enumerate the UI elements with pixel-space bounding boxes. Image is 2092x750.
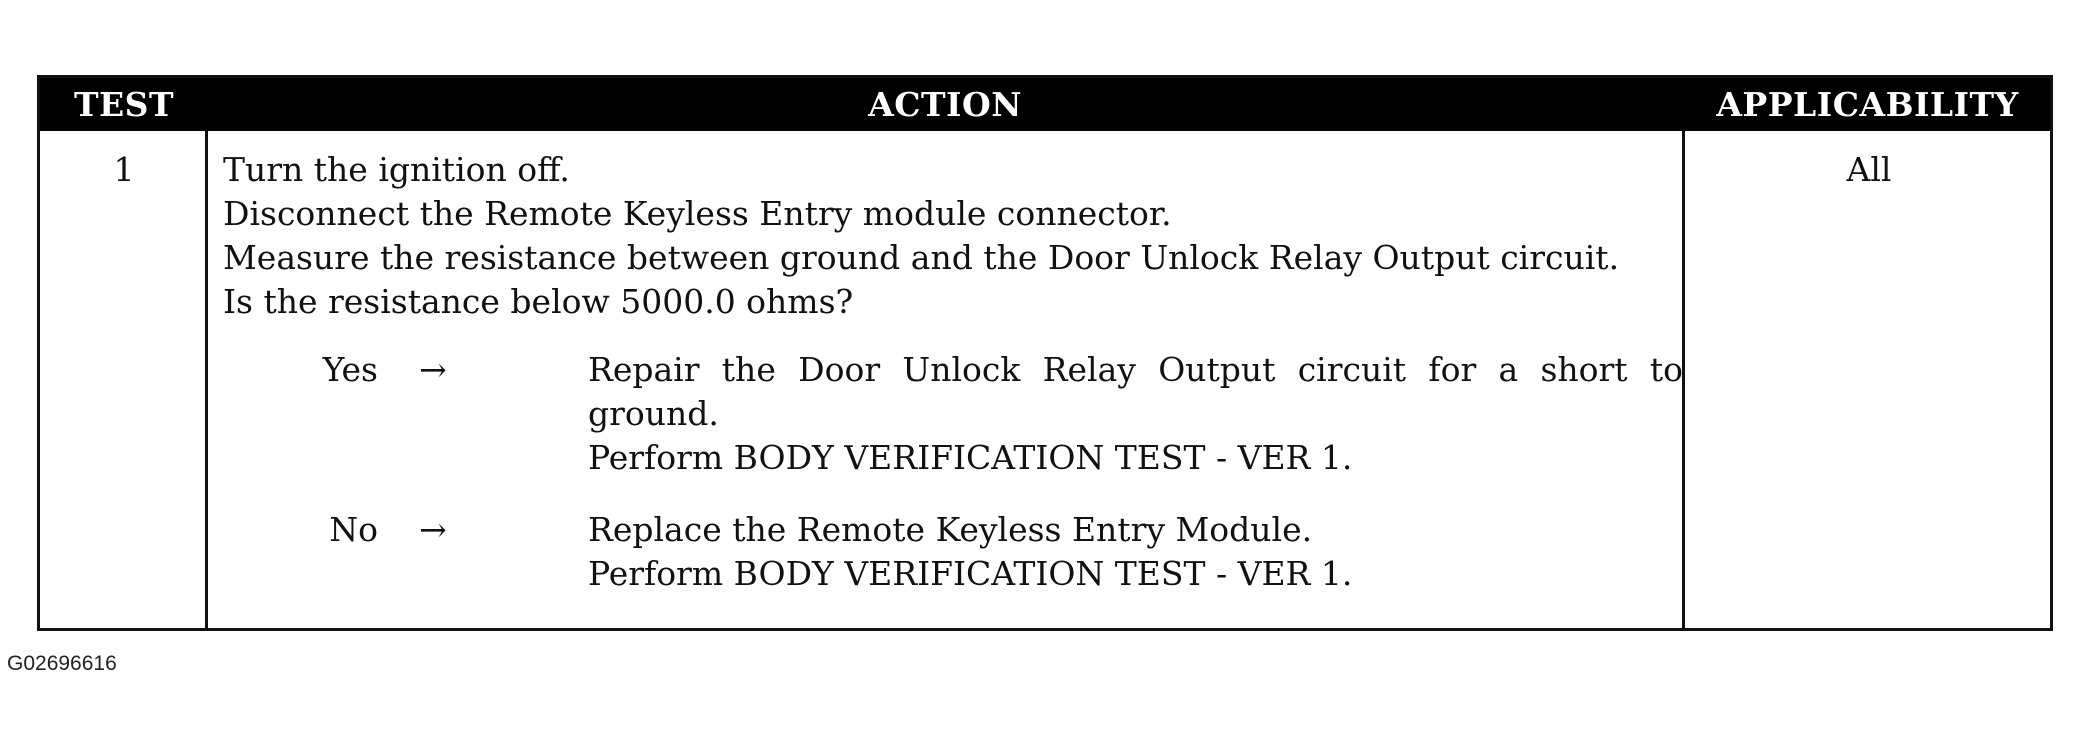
header-applicability: APPLICABILITY — [1716, 85, 2019, 124]
action-step: Measure the resistance between ground an… — [223, 238, 1620, 277]
table-header: TEST ACTION APPLICABILITY — [40, 78, 2050, 131]
answer-yes-text: Repair the Door Unlock Relay Output circ… — [588, 348, 1683, 480]
header-action: ACTION — [868, 85, 1022, 124]
column-divider-test — [205, 131, 208, 628]
answer-no-line: Replace the Remote Keyless Entry Module. — [588, 510, 1313, 549]
answer-no-line: Perform BODY VERIFICATION TEST - VER 1. — [588, 554, 1353, 593]
answer-no-text: Replace the Remote Keyless Entry Module.… — [588, 508, 1683, 596]
action-step: Is the resistance below 5000.0 ohms? — [223, 282, 854, 321]
arrow-right-icon: → — [419, 510, 447, 549]
answer-yes-line: Repair the Door Unlock Relay Output circ… — [588, 350, 1683, 389]
action-steps: Turn the ignition off. Disconnect the Re… — [223, 148, 1683, 324]
applicability-value: All — [1846, 150, 1892, 189]
action-step: Disconnect the Remote Keyless Entry modu… — [223, 194, 1172, 233]
figure-id: G02696616 — [7, 652, 117, 675]
answer-no-label: No — [329, 510, 378, 549]
arrow-right-icon: → — [419, 350, 447, 389]
answer-yes-label: Yes — [322, 350, 378, 389]
answer-yes-line: ground. — [588, 394, 719, 433]
answer-yes-line: Perform BODY VERIFICATION TEST - VER 1. — [588, 438, 1353, 477]
column-divider-applicability — [1682, 131, 1685, 628]
action-step: Turn the ignition off. — [223, 150, 570, 189]
diagnostic-test-table: TEST ACTION APPLICABILITY 1 Turn the ign… — [37, 75, 2053, 631]
test-number: 1 — [113, 150, 135, 189]
header-test: TEST — [73, 85, 175, 124]
